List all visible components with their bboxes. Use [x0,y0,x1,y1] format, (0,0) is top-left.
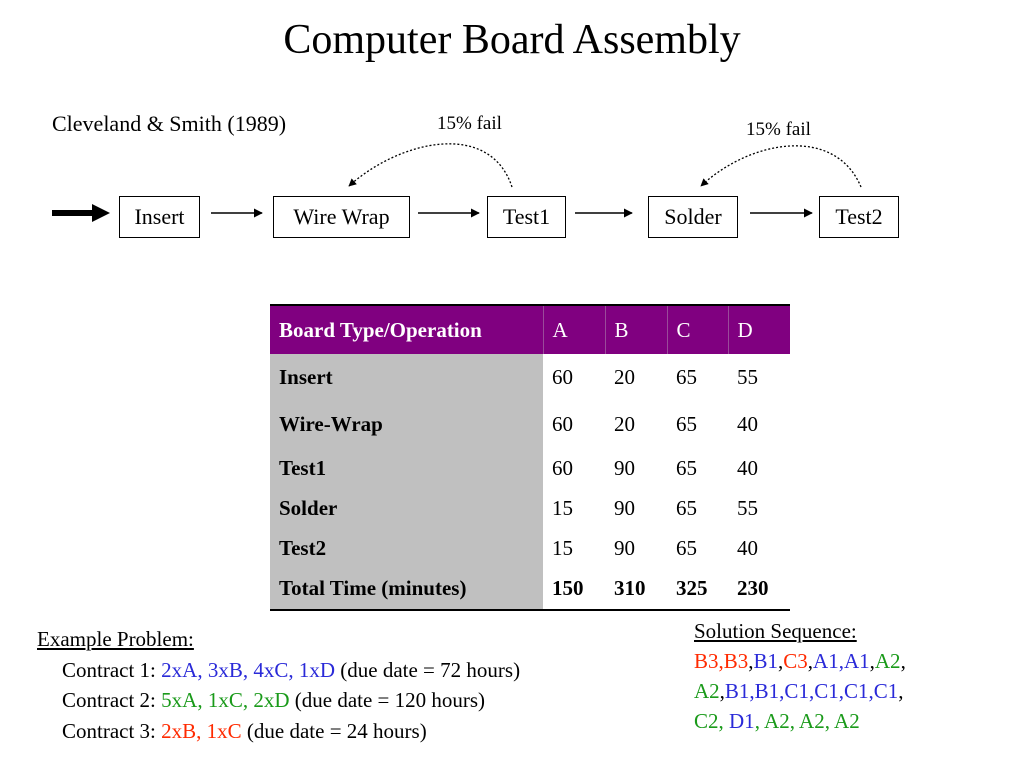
cell-value: 60 [552,365,573,389]
contract-label: Contract 1: [62,657,162,682]
table-total-row: Total Time (minutes) 150 310 325 230 [270,568,790,610]
row-label: Solder [270,488,543,528]
table-row: Test1 60 90 65 40 [270,448,790,488]
fail-loop-arrow-2 [700,145,862,188]
table-row: Insert 60 20 65 55 [270,354,790,401]
header-type-c: C [666,305,728,354]
row-label: Test2 [270,528,543,568]
header-type-b: B [604,305,667,354]
seq-part: D1 [729,709,755,733]
total-value: 310 [614,576,646,600]
row-label: Wire-Wrap [270,401,543,448]
contract-order: 2xB, 1xC [161,718,242,743]
cell-value: 55 [737,365,758,389]
seq-part: C2, [694,709,730,733]
cell-value: 90 [614,535,635,560]
contract-due: (due date = 120 hours) [289,688,486,712]
flow-connectors [52,143,862,222]
cell-value: 15 [552,535,573,560]
flow-step-wire-wrap: Wire Wrap [273,196,410,238]
flow-step-solder: Solder [648,196,738,238]
total-value: 230 [737,576,769,600]
seq-part: B1 [753,649,779,673]
seq-part: , [719,679,725,703]
example-problem: Example Problem: Contract 1: 2xA, 3xB, 4… [37,624,520,746]
contract-order: 5xA, 1xC, 2xD [161,688,290,712]
contract-due: (due date = 24 hours) [241,718,427,743]
cell-value: 20 [614,412,635,436]
citation: Cleveland & Smith (1989) [52,111,287,136]
cell-value: 20 [614,365,635,389]
cell-value: 65 [676,365,697,389]
cell-value: 90 [614,455,635,480]
contract-line-3: Contract 3: 2xB, 1xC (due date = 24 hour… [37,716,520,747]
row-label: Test1 [270,448,543,488]
table-row: Test2 15 90 65 40 [270,528,790,568]
contract-order: 2xA, 3xB, 4xC, 1xD [161,657,336,682]
solution-line-3: C2, D1, A2, A2, A2 [694,706,906,736]
cell-value: 40 [737,412,758,436]
cell-value: 15 [552,495,573,520]
cell-value: 65 [676,495,697,520]
contract-label: Contract 3: [62,718,162,743]
solution-line-1: B3,B3,B1,C3,A1,A1,A2, [694,646,906,676]
seq-part: , [778,649,784,673]
flow-step-insert: Insert [119,196,200,238]
contract-line-2: Contract 2: 5xA, 1xC, 2xD (due date = 12… [37,685,520,716]
row-label: Insert [270,354,543,401]
table-row: Solder 15 90 65 55 [270,488,790,528]
contract-due: (due date = 72 hours) [335,657,521,682]
flow-step-test1: Test1 [487,196,566,238]
fail-loop-arrow-1 [348,143,513,188]
cell-value: 55 [737,495,758,520]
seq-part: B1,B1,C1,C1,C1,C1 [724,679,899,703]
seq-part: C3 [783,649,808,673]
solution-sequence: Solution Sequence: B3,B3,B1,C3,A1,A1,A2,… [694,616,906,736]
seq-part: B3,B3 [694,649,749,673]
input-arrow-icon [52,204,110,222]
contract-line-1: Contract 1: 2xA, 3xB, 4xC, 1xD (due date… [37,655,520,686]
seq-part: , [900,649,906,673]
seq-part: , [748,649,754,673]
total-value: 325 [676,576,708,600]
cell-value: 90 [614,495,635,520]
contract-label: Contract 2: [62,688,162,712]
cell-value: 40 [737,455,758,480]
seq-part: , A2, A2, A2 [754,709,860,733]
solution-line-2: A2,B1,B1,C1,C1,C1,C1, [694,676,906,706]
operation-times-table: Board Type/Operation A B C D Insert 60 2… [270,304,790,611]
fail-label-2: 15% fail [746,119,811,140]
cell-value: 40 [737,535,758,560]
header-type-d: D [727,305,790,354]
seq-part: A2 [874,649,901,673]
seq-part: , [807,649,814,673]
header-operation: Board Type/Operation [270,305,543,354]
cell-value: 65 [676,412,697,436]
seq-part: , [898,679,904,703]
example-heading: Example Problem: [37,627,194,651]
header-type-a: A [542,305,605,354]
cell-value: 60 [552,455,573,480]
total-value: 150 [552,576,584,600]
cell-value: 65 [676,455,697,480]
total-label: Total Time (minutes) [270,568,543,610]
cell-value: 60 [552,412,573,436]
seq-part: A1,A1 [813,649,870,673]
solution-heading: Solution Sequence: [694,619,857,643]
seq-part: , [869,649,875,673]
table-header-row: Board Type/Operation A B C D [270,305,790,354]
seq-part: A2 [694,679,720,703]
fail-label-1: 15% fail [437,113,502,134]
cell-value: 65 [676,535,697,560]
slide-title: Computer Board Assembly [283,17,741,63]
table-row: Wire-Wrap 60 20 65 40 [270,401,790,448]
flow-step-test2: Test2 [819,196,899,238]
